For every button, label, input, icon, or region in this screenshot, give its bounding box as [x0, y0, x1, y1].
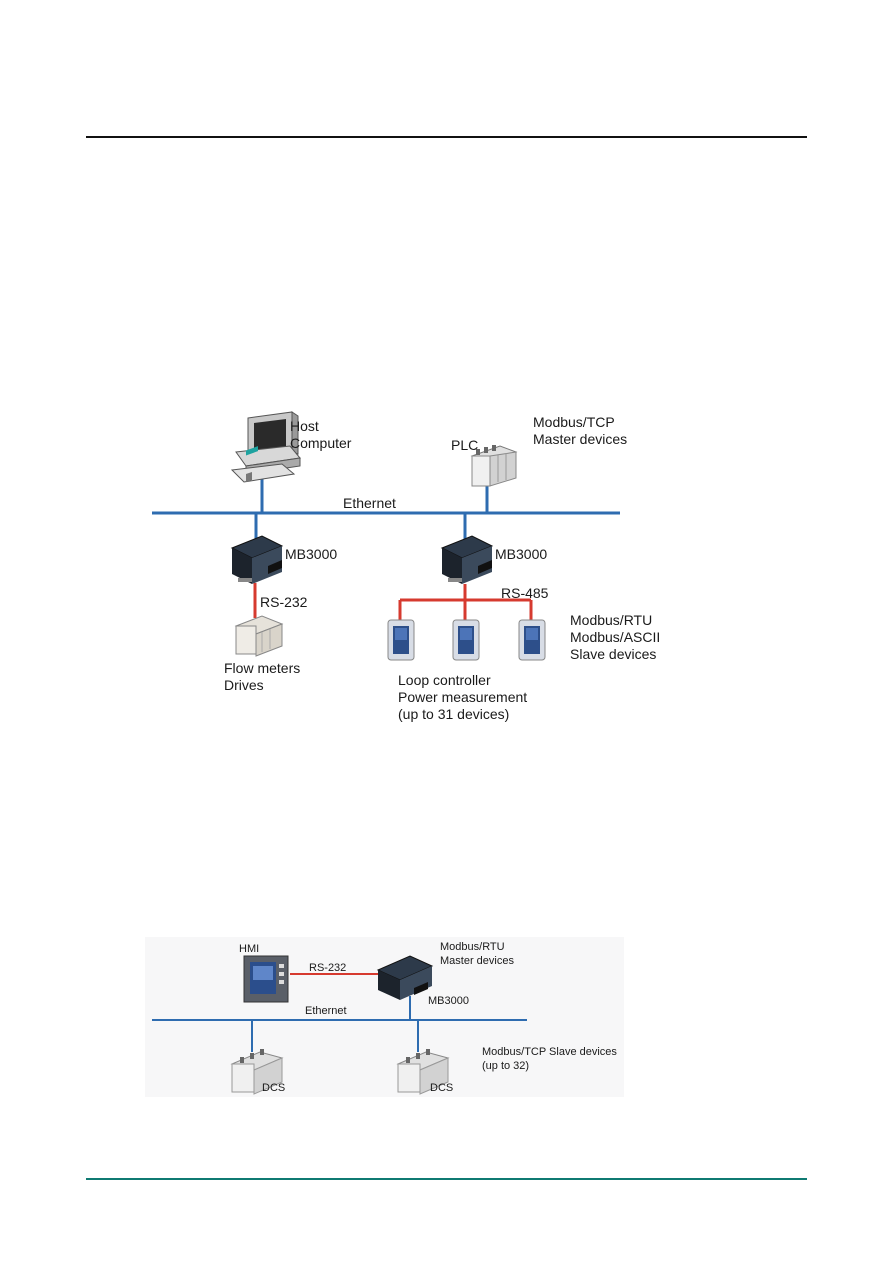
loop-controller-label: Loop controller: [398, 672, 491, 688]
hmi-icon: [243, 955, 289, 1003]
host-computer-icon: [230, 411, 301, 483]
slave-device-icon: [452, 619, 480, 661]
ethernet-label: Ethernet: [343, 495, 396, 511]
slave-device-icon: [518, 619, 546, 661]
power-measurement-label: Power measurement: [398, 689, 528, 705]
dcs-right-icon: [396, 1049, 450, 1095]
slave-device-icon: [387, 619, 415, 661]
gateway-left-icon: [230, 446, 284, 584]
gateway-icon: [376, 955, 434, 1000]
flow-meter-icon: [234, 615, 284, 657]
header-rule: [86, 136, 807, 138]
rs232-label: RS-232: [260, 594, 308, 610]
rs485-label: RS-485: [501, 585, 549, 601]
plc-icon: [470, 445, 518, 487]
slave-label-line1: Modbus/RTU: [570, 612, 653, 628]
rtu-master-label-line2: Master devices: [440, 955, 514, 967]
host-computer-label-line1: Host: [290, 418, 319, 434]
tcp-master-label-line2: Master devices: [533, 431, 628, 447]
ethernet-label-2: Ethernet: [305, 1005, 347, 1017]
dcs-left-icon: [230, 1049, 284, 1095]
drives-label: Drives: [224, 677, 264, 693]
gateway-right-icon: [440, 535, 494, 584]
rs232-label-2: RS-232: [309, 962, 347, 974]
dcs-left-label: DCS: [262, 1082, 286, 1094]
host-computer-label-line2: Computer: [290, 435, 352, 451]
tcp-slave-label-line1: Modbus/TCP Slave devices: [482, 1046, 617, 1058]
device-count-label: (up to 31 devices): [398, 706, 510, 722]
slave-label-line2: Modbus/ASCII: [570, 629, 661, 645]
gateway-right-label: MB3000: [495, 546, 548, 562]
tcp-slave-label-line2: (up to 32): [482, 1060, 530, 1072]
gateway-label-2: MB3000: [428, 995, 469, 1007]
flow-meters-label: Flow meters: [224, 660, 301, 676]
footer-rule: [86, 1178, 807, 1180]
rtu-master-label-line1: Modbus/RTU: [440, 941, 505, 953]
gateway-left-label: MB3000: [285, 546, 338, 562]
slave-label-line3: Slave devices: [570, 646, 657, 662]
hmi-label: HMI: [239, 943, 260, 955]
diagram-2-background: [145, 937, 624, 1097]
plc-label: PLC: [451, 437, 479, 453]
dcs-right-label: DCS: [430, 1082, 454, 1094]
tcp-master-label-line1: Modbus/TCP: [533, 414, 615, 430]
